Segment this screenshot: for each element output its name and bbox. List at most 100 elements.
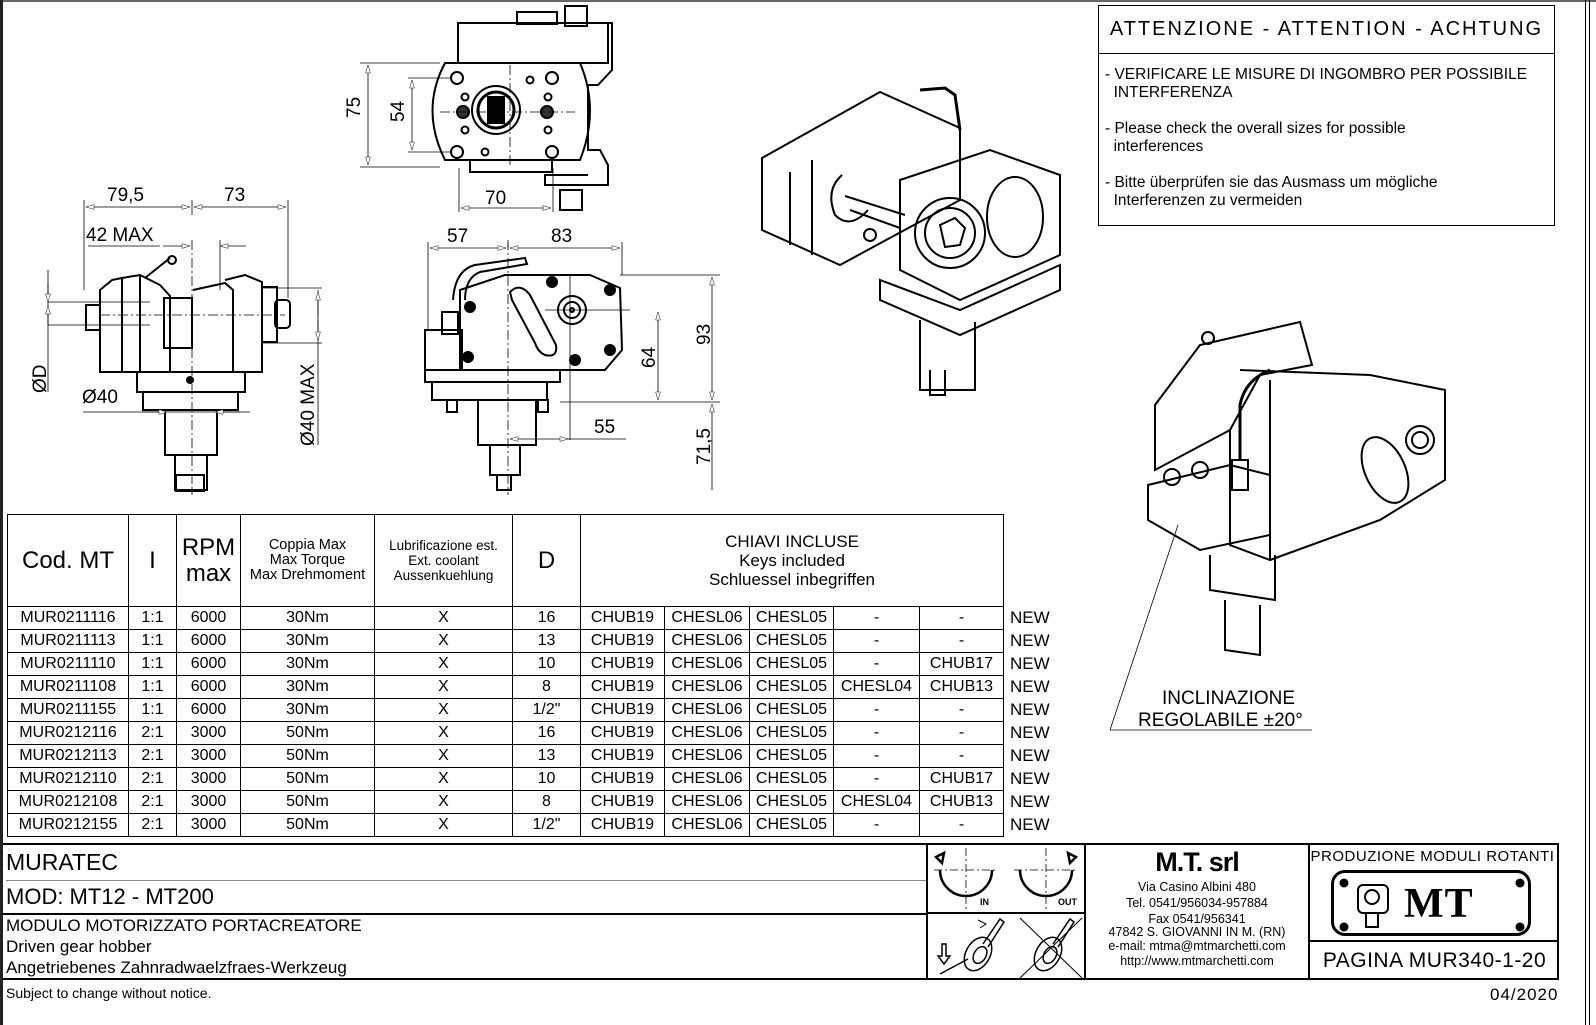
- dimension-label: 55: [594, 417, 615, 438]
- cell-key: CHESL06: [664, 652, 750, 676]
- divider: [1084, 845, 1086, 980]
- cell-key: CHESL05: [749, 721, 834, 745]
- side-view-drawing: [424, 240, 720, 495]
- cell-key: -: [833, 744, 920, 768]
- cell-key: CHESL04: [833, 675, 920, 699]
- new-badge: NEW: [1003, 652, 1064, 676]
- cell-ratio: 2:1: [128, 767, 177, 791]
- cell-key: -: [919, 813, 1004, 837]
- rotation-out-icon: [1014, 848, 1079, 909]
- header-torque-line1: Coppia Max: [268, 537, 347, 553]
- header-coolant-line1: Lubrificazione est.: [389, 538, 498, 553]
- rotation-in-label: IN: [980, 897, 989, 907]
- key-wrong-icon: [1019, 917, 1083, 979]
- cell-key: CHESL06: [664, 629, 750, 653]
- cell-d: 1/2": [512, 698, 581, 722]
- dimension-label: 64: [639, 346, 660, 368]
- cell-key: -: [833, 813, 920, 837]
- cell-d: 10: [512, 652, 581, 676]
- cell-key: -: [919, 721, 1004, 745]
- divider: [1308, 845, 1310, 980]
- cell-key: CHESL05: [749, 767, 834, 791]
- cell-key: CHESL05: [749, 675, 834, 699]
- cell-key: CHUB19: [580, 606, 665, 630]
- product-description: MODULO MOTORIZZATO PORTACREATORE Driven …: [6, 915, 926, 978]
- dimension-label: 70: [485, 188, 506, 209]
- cell-rpm: 3000: [176, 744, 241, 768]
- cell-key: -: [833, 629, 920, 653]
- cell-rpm: 6000: [176, 652, 241, 676]
- new-badge: NEW: [1003, 790, 1064, 814]
- new-badge: NEW: [1003, 721, 1064, 745]
- cell-key: CHUB19: [580, 721, 665, 745]
- cell-coolant: X: [374, 606, 513, 630]
- dimension-label: 71,5: [694, 428, 715, 465]
- cell-key: CHUB19: [580, 813, 665, 837]
- cell-coolant: X: [374, 721, 513, 745]
- cell-key: CHUB17: [919, 767, 1004, 791]
- cell-key: CHUB19: [580, 629, 665, 653]
- cell-key: CHESL06: [664, 721, 750, 745]
- header-rpm-line2: max: [185, 559, 232, 587]
- cell-d: 16: [512, 606, 581, 630]
- cell-ratio: 2:1: [128, 744, 177, 768]
- company-email[interactable]: e-mail: mtma@mtmarchetti.com: [1108, 939, 1286, 953]
- description-de: Angetriebenes Zahnradwaelzfraes-Werkzeug: [6, 958, 347, 977]
- header-d: D: [512, 514, 581, 607]
- cell-code: MUR0211116: [7, 606, 129, 630]
- cell-key: CHUB13: [919, 675, 1004, 699]
- header-keys-line3: Schluessel inbegriffen: [708, 570, 875, 589]
- attention-note-it: - VERIFICARE LE MISURE DI INGOMBRO PER P…: [1105, 66, 1528, 101]
- logo-mark: MT: [1404, 881, 1474, 927]
- cell-key: CHESL05: [749, 629, 834, 653]
- cell-d: 1/2": [512, 813, 581, 837]
- cell-torque: 30Nm: [240, 606, 375, 630]
- cell-rpm: 3000: [176, 721, 241, 745]
- cell-d: 13: [512, 629, 581, 653]
- cell-torque: 50Nm: [240, 813, 375, 837]
- cell-key: CHESL05: [749, 606, 834, 630]
- cell-key: -: [833, 652, 920, 676]
- cell-ratio: 1:1: [128, 606, 177, 630]
- cell-key: CHUB19: [580, 652, 665, 676]
- page-border: [0, 0, 3, 1025]
- header-keys-line2: Keys included: [739, 551, 845, 570]
- cell-d: 8: [512, 790, 581, 814]
- cell-d: 16: [512, 721, 581, 745]
- divider: [928, 912, 1084, 914]
- attention-title: ATTENZIONE - ATTENTION - ACHTUNG: [1099, 6, 1554, 54]
- cell-rpm: 3000: [176, 767, 241, 791]
- cell-key: -: [919, 698, 1004, 722]
- title-block: MURATEC MOD: MT12 - MT200 MODULO MOTORIZ…: [3, 843, 1559, 980]
- cell-d: 8: [512, 675, 581, 699]
- divider: [926, 845, 928, 980]
- cell-key: CHESL05: [749, 744, 834, 768]
- dimension-label: 73: [224, 185, 245, 206]
- cell-coolant: X: [374, 629, 513, 653]
- new-badge: NEW: [1003, 744, 1064, 768]
- technical-drawings: 75 54 70: [30, 5, 1446, 731]
- inclination-note-line2: REGOLABILE ±20°: [1138, 710, 1303, 731]
- page-number: PAGINA MUR340-1-20: [1322, 949, 1547, 972]
- cell-code: MUR0212110: [7, 767, 129, 791]
- page-border: [0, 0, 1596, 2]
- leader-line: [1109, 524, 1179, 731]
- cell-code: MUR0211113: [7, 629, 129, 653]
- dimension-label: 83: [551, 226, 572, 247]
- cell-code: MUR0212108: [7, 790, 129, 814]
- cell-ratio: 1:1: [128, 652, 177, 676]
- cell-ratio: 1:1: [128, 675, 177, 699]
- cell-coolant: X: [374, 698, 513, 722]
- attention-note-en: - Please check the overall sizes for pos…: [1105, 120, 1406, 155]
- header-coolant-line2: Ext. coolant: [408, 553, 479, 568]
- dimension-label: 75: [344, 97, 365, 118]
- dimension-label: 54: [388, 100, 409, 122]
- company-website[interactable]: http://www.mtmarchetti.com: [1120, 954, 1274, 968]
- inclination-note-line1: INCLINAZIONE: [1162, 688, 1295, 709]
- dimension-label: 79,5: [107, 185, 144, 206]
- logo-tool-icon: [1357, 884, 1389, 928]
